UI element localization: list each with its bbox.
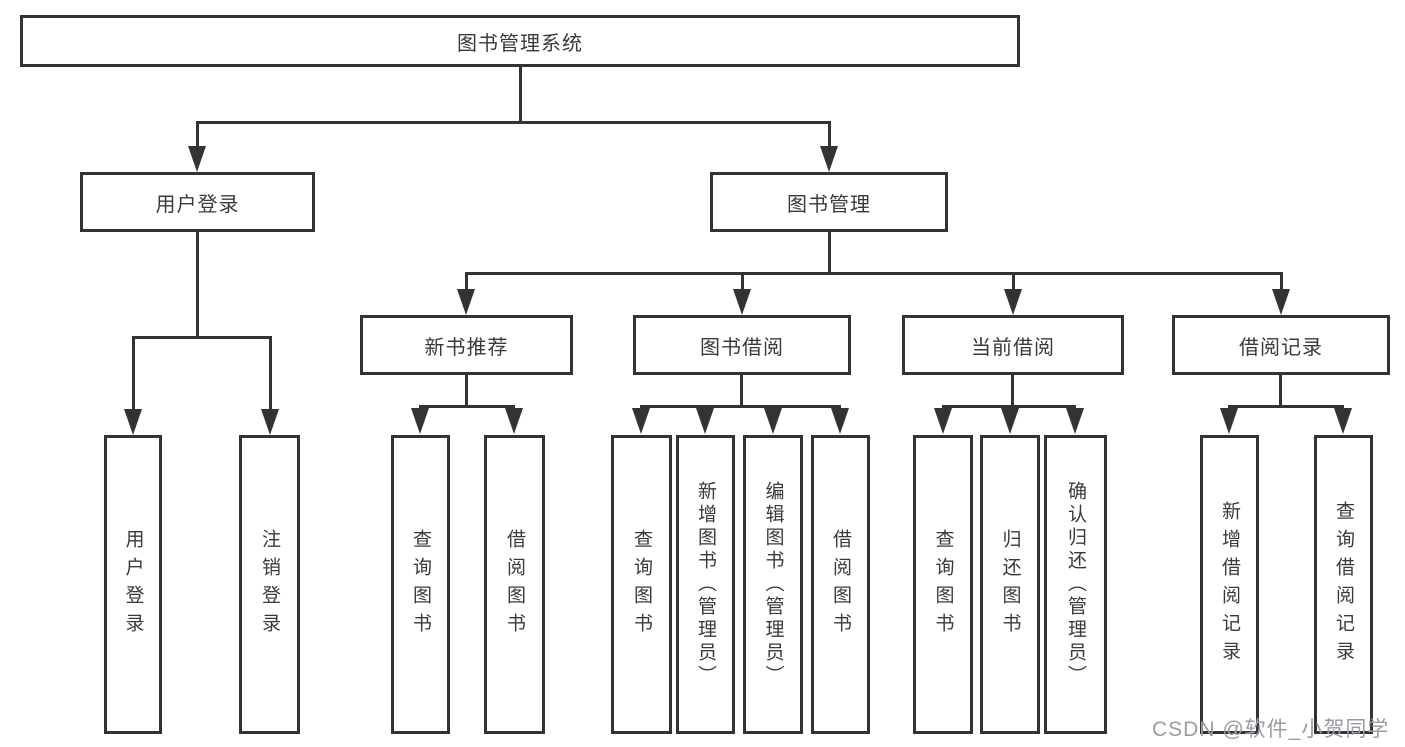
connector-book-borrow-rail	[640, 405, 841, 408]
connector-drop-line	[465, 272, 468, 292]
leaf-br-add-record-label: 新增借阅记录	[1219, 500, 1240, 669]
arrow-down-icon	[632, 408, 650, 434]
node-root-label: 图书管理系统	[457, 32, 583, 55]
arrow-down-icon	[820, 146, 838, 172]
node-user-login: 用户登录	[80, 172, 315, 232]
connector-drop-line	[1280, 272, 1283, 292]
node-current-borrow-label: 当前借阅	[971, 336, 1055, 359]
connector-root-stem	[519, 67, 522, 124]
connector-drop-line	[196, 121, 199, 150]
node-borrow-records: 借阅记录	[1172, 315, 1390, 375]
arrow-down-icon	[1272, 289, 1290, 315]
arrow-down-icon	[1004, 289, 1022, 315]
connector-book-borrow-stem	[740, 375, 743, 408]
connector-user-login-stem	[196, 232, 199, 339]
connector-root-rail	[196, 121, 830, 124]
node-book-management: 图书管理	[710, 172, 948, 232]
arrow-down-icon	[505, 408, 523, 434]
arrow-down-icon	[1220, 408, 1238, 434]
leaf-bb-query-books: 查询图书	[611, 435, 672, 734]
node-new-book-recommend-label: 新书推荐	[424, 336, 509, 359]
leaf-rec-borrow-books: 借阅图书	[484, 435, 545, 734]
arrow-down-icon	[411, 408, 429, 434]
arrow-down-icon	[696, 408, 714, 434]
arrow-down-icon	[831, 408, 849, 434]
leaf-cb-confirm-return: 确认归还（管理员）	[1044, 435, 1107, 734]
leaf-rec-query-books: 查询图书	[391, 435, 450, 734]
arrow-down-icon	[188, 146, 206, 172]
connector-drop-line	[132, 336, 135, 412]
leaf-cb-query-books: 查询图书	[913, 435, 973, 734]
leaf-br-query-record: 查询借阅记录	[1314, 435, 1373, 734]
leaf-br-query-record-label: 查询借阅记录	[1333, 500, 1354, 669]
connector-drop-line	[741, 272, 744, 292]
arrow-down-icon	[1001, 408, 1019, 434]
leaf-rec-borrow-books-label: 借阅图书	[504, 528, 525, 641]
leaf-bb-borrow-books-label: 借阅图书	[830, 528, 851, 641]
leaf-bb-edit-books: 编辑图书（管理员）	[743, 435, 803, 734]
node-current-borrow: 当前借阅	[902, 315, 1124, 375]
connector-drop-line	[828, 121, 831, 150]
node-book-borrow: 图书借阅	[633, 315, 851, 375]
connector-new-book-rail	[419, 405, 515, 408]
leaf-user-login-label: 用户登录	[122, 528, 144, 641]
connector-current-borrow-rail	[942, 405, 1076, 408]
arrow-down-icon	[1066, 408, 1084, 434]
connector-new-book-stem	[465, 375, 468, 408]
arrow-down-icon	[934, 408, 952, 434]
leaf-rec-query-books-label: 查询图书	[410, 528, 431, 641]
arrow-down-icon	[124, 409, 142, 435]
arrow-down-icon	[261, 409, 279, 435]
node-borrow-records-label: 借阅记录	[1239, 336, 1323, 359]
node-user-login-label: 用户登录	[155, 193, 240, 216]
connector-borrow-records-rail	[1228, 405, 1344, 408]
leaf-bb-add-books-label: 新增图书（管理员）	[695, 481, 716, 688]
connector-borrow-records-stem	[1279, 375, 1282, 408]
leaf-bb-edit-books-label: 编辑图书（管理员）	[762, 481, 784, 688]
connector-book-mgmt-rail	[465, 272, 1282, 275]
leaf-cb-confirm-return-label: 确认归还（管理员）	[1065, 481, 1086, 688]
node-book-management-label: 图书管理	[787, 193, 871, 216]
arrow-down-icon	[733, 289, 751, 315]
leaf-br-add-record: 新增借阅记录	[1200, 435, 1259, 734]
connector-book-mgmt-stem	[828, 232, 831, 275]
node-book-borrow-label: 图书借阅	[700, 336, 784, 359]
leaf-bb-borrow-books: 借阅图书	[811, 435, 870, 734]
node-root: 图书管理系统	[20, 15, 1020, 67]
leaf-cb-query-books-label: 查询图书	[932, 528, 954, 641]
leaf-cb-return-books-label: 归还图书	[999, 528, 1021, 641]
connector-drop-line	[1012, 272, 1015, 292]
leaf-user-login: 用户登录	[104, 435, 162, 734]
arrow-down-icon	[764, 408, 782, 434]
leaf-logout: 注销登录	[239, 435, 300, 734]
leaf-bb-add-books: 新增图书（管理员）	[676, 435, 735, 734]
csdn-watermark: CSDN @软件_小贺同学	[1152, 718, 1390, 741]
leaf-cb-return-books: 归还图书	[980, 435, 1040, 734]
connector-current-borrow-stem	[1011, 375, 1014, 408]
leaf-bb-query-books-label: 查询图书	[631, 528, 652, 641]
arrow-down-icon	[1334, 408, 1352, 434]
connector-user-login-rail	[132, 336, 272, 339]
connector-drop-line	[269, 336, 272, 412]
node-new-book-recommend: 新书推荐	[360, 315, 573, 375]
leaf-logout-label: 注销登录	[259, 528, 280, 641]
arrow-down-icon	[457, 289, 475, 315]
